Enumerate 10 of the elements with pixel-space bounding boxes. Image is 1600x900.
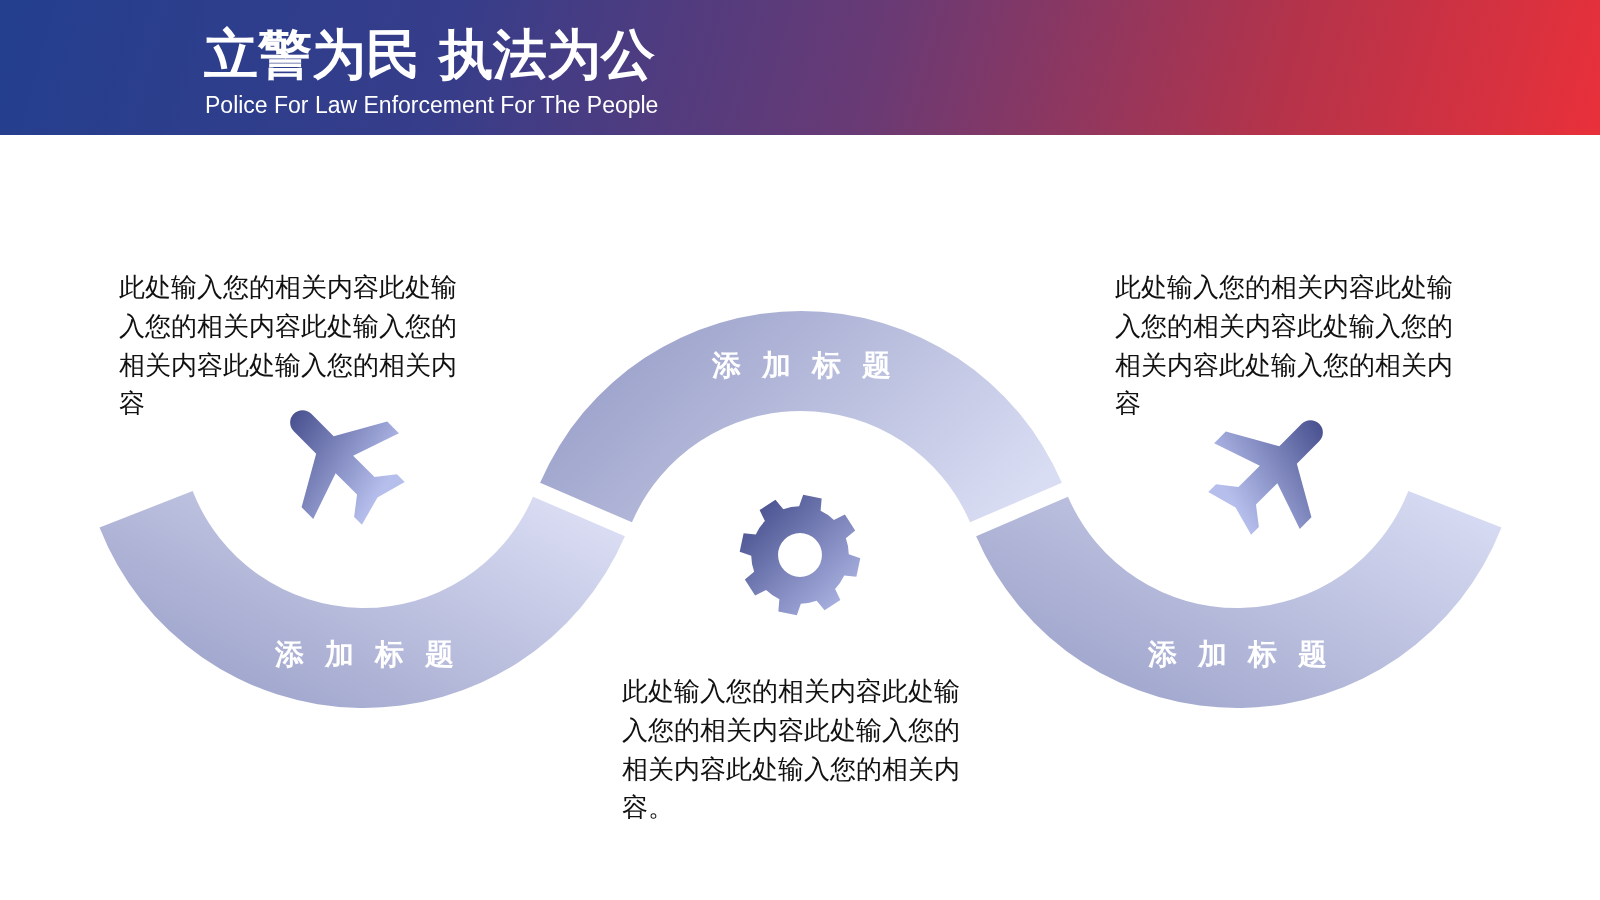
slide-subtitle: Police For Law Enforcement For The People (205, 92, 659, 119)
arc-band (976, 491, 1502, 708)
body-text: 此处输入您的相关内容此处输入您的相关内容此处输入您的相关内容此处输入您的相关内容。 (622, 675, 961, 825)
band-title: 添加标题 (274, 637, 454, 671)
band-title: 添加标题 (1147, 637, 1327, 671)
body-text: 此处输入您的相关内容此处输入您的相关内容此处输入您的相关内容此处输入您的相关内容 (119, 271, 458, 421)
body-text: 此处输入您的相关内容此处输入您的相关内容此处输入您的相关内容此处输入您的相关内容 (1115, 271, 1454, 421)
slide-title: 立警为民 执法为公 (204, 24, 655, 86)
arc-band (540, 311, 1062, 523)
band-title: 添加标题 (711, 348, 891, 382)
